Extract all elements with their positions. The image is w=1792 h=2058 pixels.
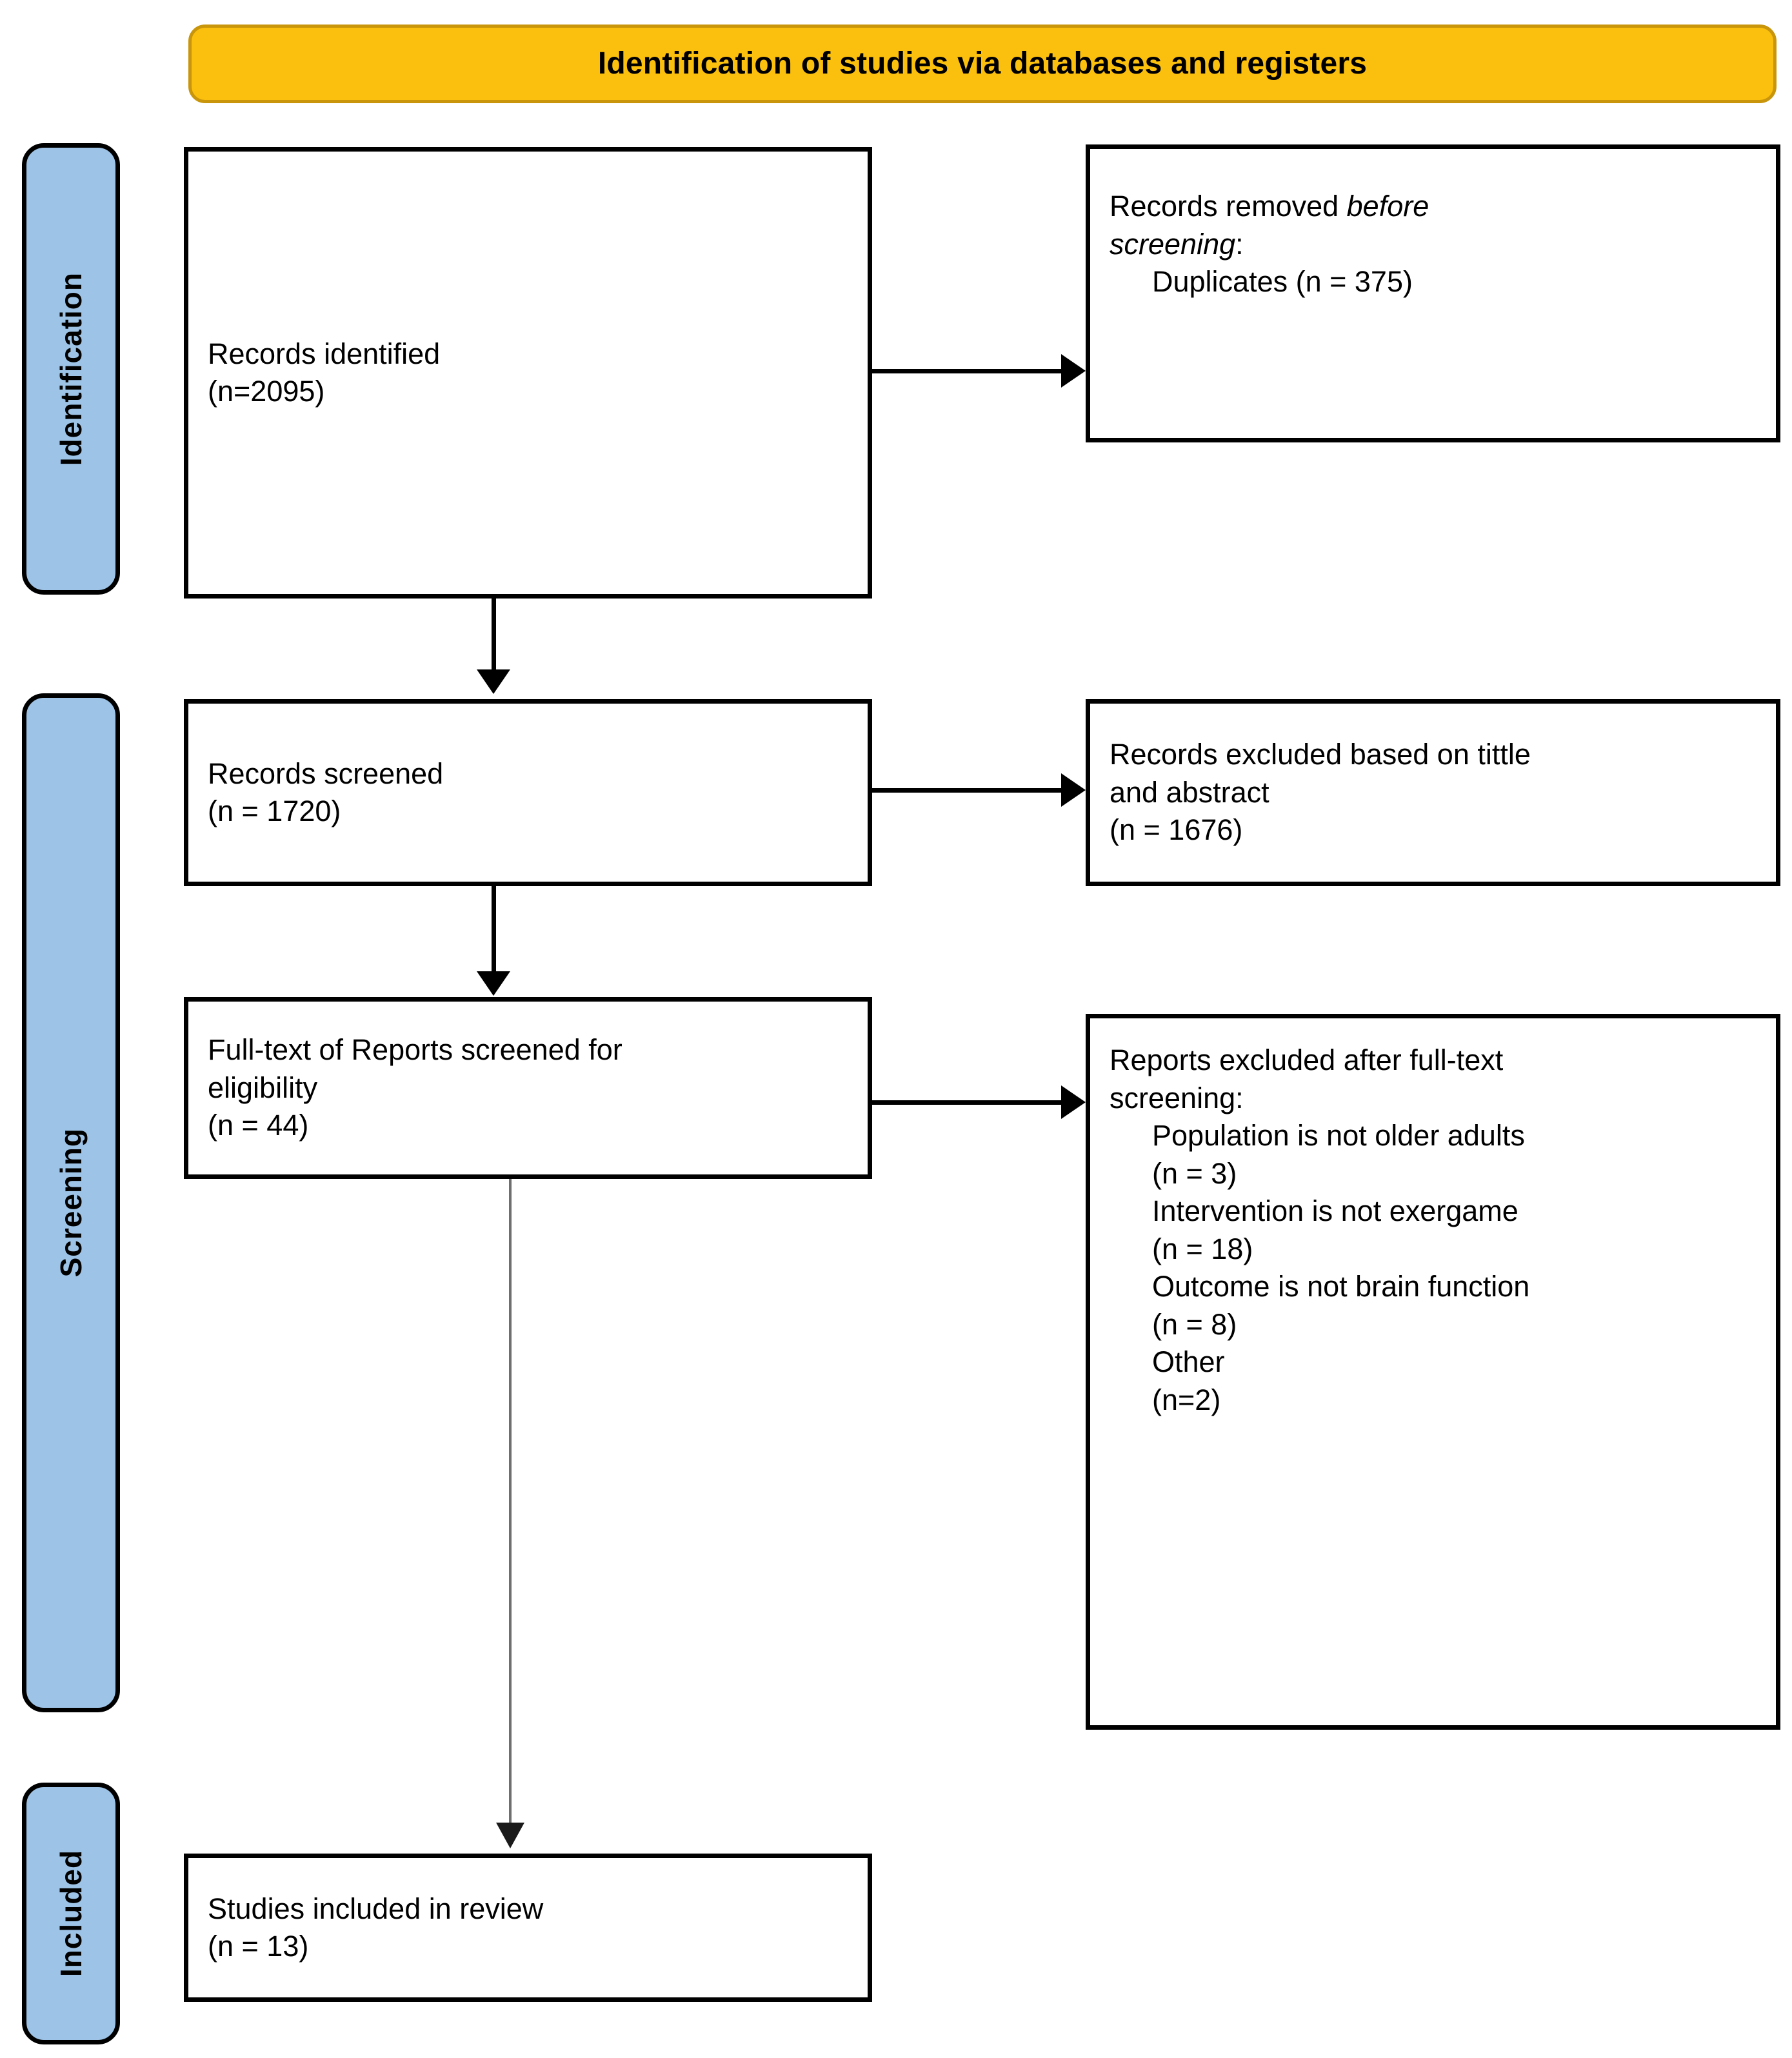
stage-label-identification: Identification xyxy=(54,272,88,466)
records-identified-line-1: Records identified xyxy=(208,337,441,370)
reports-excluded-reason-other: Other xyxy=(1152,1345,1225,1378)
box-records-removed: Records removed before screening: Duplic… xyxy=(1086,144,1780,442)
reports-excluded-count-outcome: (n = 8) xyxy=(1152,1307,1237,1341)
records-identified-count: (n=2095) xyxy=(208,375,325,408)
reports-excluded-count-intervention: (n = 18) xyxy=(1152,1232,1253,1265)
box-records-identified: Records identified (n=2095) xyxy=(184,147,872,599)
reports-excluded-count-population: (n = 3) xyxy=(1152,1156,1237,1190)
diagram-header-banner: Identification of studies via databases … xyxy=(188,25,1777,103)
box-fulltext-screened: Full-text of Reports screened for eligib… xyxy=(184,997,872,1179)
records-screened-count: (n = 1720) xyxy=(208,795,341,827)
stage-label-screening: Screening xyxy=(54,1128,88,1278)
arrow-right-icon-identified-to-removed xyxy=(1061,354,1086,388)
reports-excluded-line-1: Reports excluded after full-text xyxy=(1110,1044,1504,1076)
connector-screened-to-fulltext-line xyxy=(492,886,496,973)
fulltext-screened-line-1: Full-text of Reports screened for xyxy=(208,1033,622,1067)
box-studies-included: Studies included in review (n = 13) xyxy=(184,1854,872,2002)
fulltext-screened-line-2: eligibility xyxy=(208,1071,318,1104)
stage-tab-included: Included xyxy=(22,1783,120,2044)
reports-excluded-reason-population: Population is not older adults xyxy=(1152,1119,1525,1152)
studies-included-line-1: Studies included in review xyxy=(208,1892,544,1925)
stage-label-included: Included xyxy=(54,1850,88,1977)
reports-excluded-reason-intervention: Intervention is not exergame xyxy=(1152,1194,1518,1227)
records-removed-duplicates: Duplicates (n = 375) xyxy=(1152,265,1413,298)
arrow-down-icon-screened-to-fulltext xyxy=(477,971,510,996)
box-reports-excluded: Reports excluded after full-text screeni… xyxy=(1086,1014,1780,1730)
stage-tab-identification: Identification xyxy=(22,143,120,595)
fulltext-screened-count: (n = 44) xyxy=(208,1109,309,1142)
records-removed-line-1: Records removed before xyxy=(1110,188,1757,226)
records-removed-before-italic: before xyxy=(1346,190,1429,223)
arrow-right-icon-fulltext-to-reports-excluded xyxy=(1061,1085,1086,1119)
reports-excluded-count-other: (n=2) xyxy=(1152,1383,1221,1416)
diagram-title: Identification of studies via databases … xyxy=(597,46,1368,81)
records-excluded-count: (n = 1676) xyxy=(1110,813,1243,847)
connector-screened-to-excluded-line xyxy=(872,788,1063,793)
records-removed-prefix: Records removed xyxy=(1110,190,1347,223)
box-records-screened: Records screened (n = 1720) xyxy=(184,699,872,886)
records-excluded-line-2: and abstract xyxy=(1110,775,1269,809)
connector-identified-to-removed-line xyxy=(872,369,1063,373)
reports-excluded-reason-outcome: Outcome is not brain function xyxy=(1152,1270,1530,1303)
connector-fulltext-to-included-line xyxy=(509,1179,512,1828)
reports-excluded-line-2: screening: xyxy=(1110,1081,1244,1114)
connector-fulltext-to-reports-excluded-line xyxy=(872,1100,1063,1105)
studies-included-count: (n = 13) xyxy=(208,1930,309,1963)
arrow-down-icon-fulltext-to-included xyxy=(496,1823,524,1848)
records-excluded-line-1: Records excluded based on tittle xyxy=(1110,738,1531,771)
arrow-down-icon-identified-to-screened xyxy=(477,669,510,694)
records-removed-screening-italic: screening xyxy=(1110,227,1236,261)
records-removed-colon: : xyxy=(1235,227,1244,261)
stage-tab-screening: Screening xyxy=(22,693,120,1712)
connector-identified-to-screened-line xyxy=(492,599,496,671)
records-removed-line-2: screening: xyxy=(1110,226,1757,264)
arrow-right-icon-screened-to-excluded xyxy=(1061,773,1086,807)
box-records-excluded: Records excluded based on tittle and abs… xyxy=(1086,699,1780,886)
records-screened-line-1: Records screened xyxy=(208,757,444,790)
